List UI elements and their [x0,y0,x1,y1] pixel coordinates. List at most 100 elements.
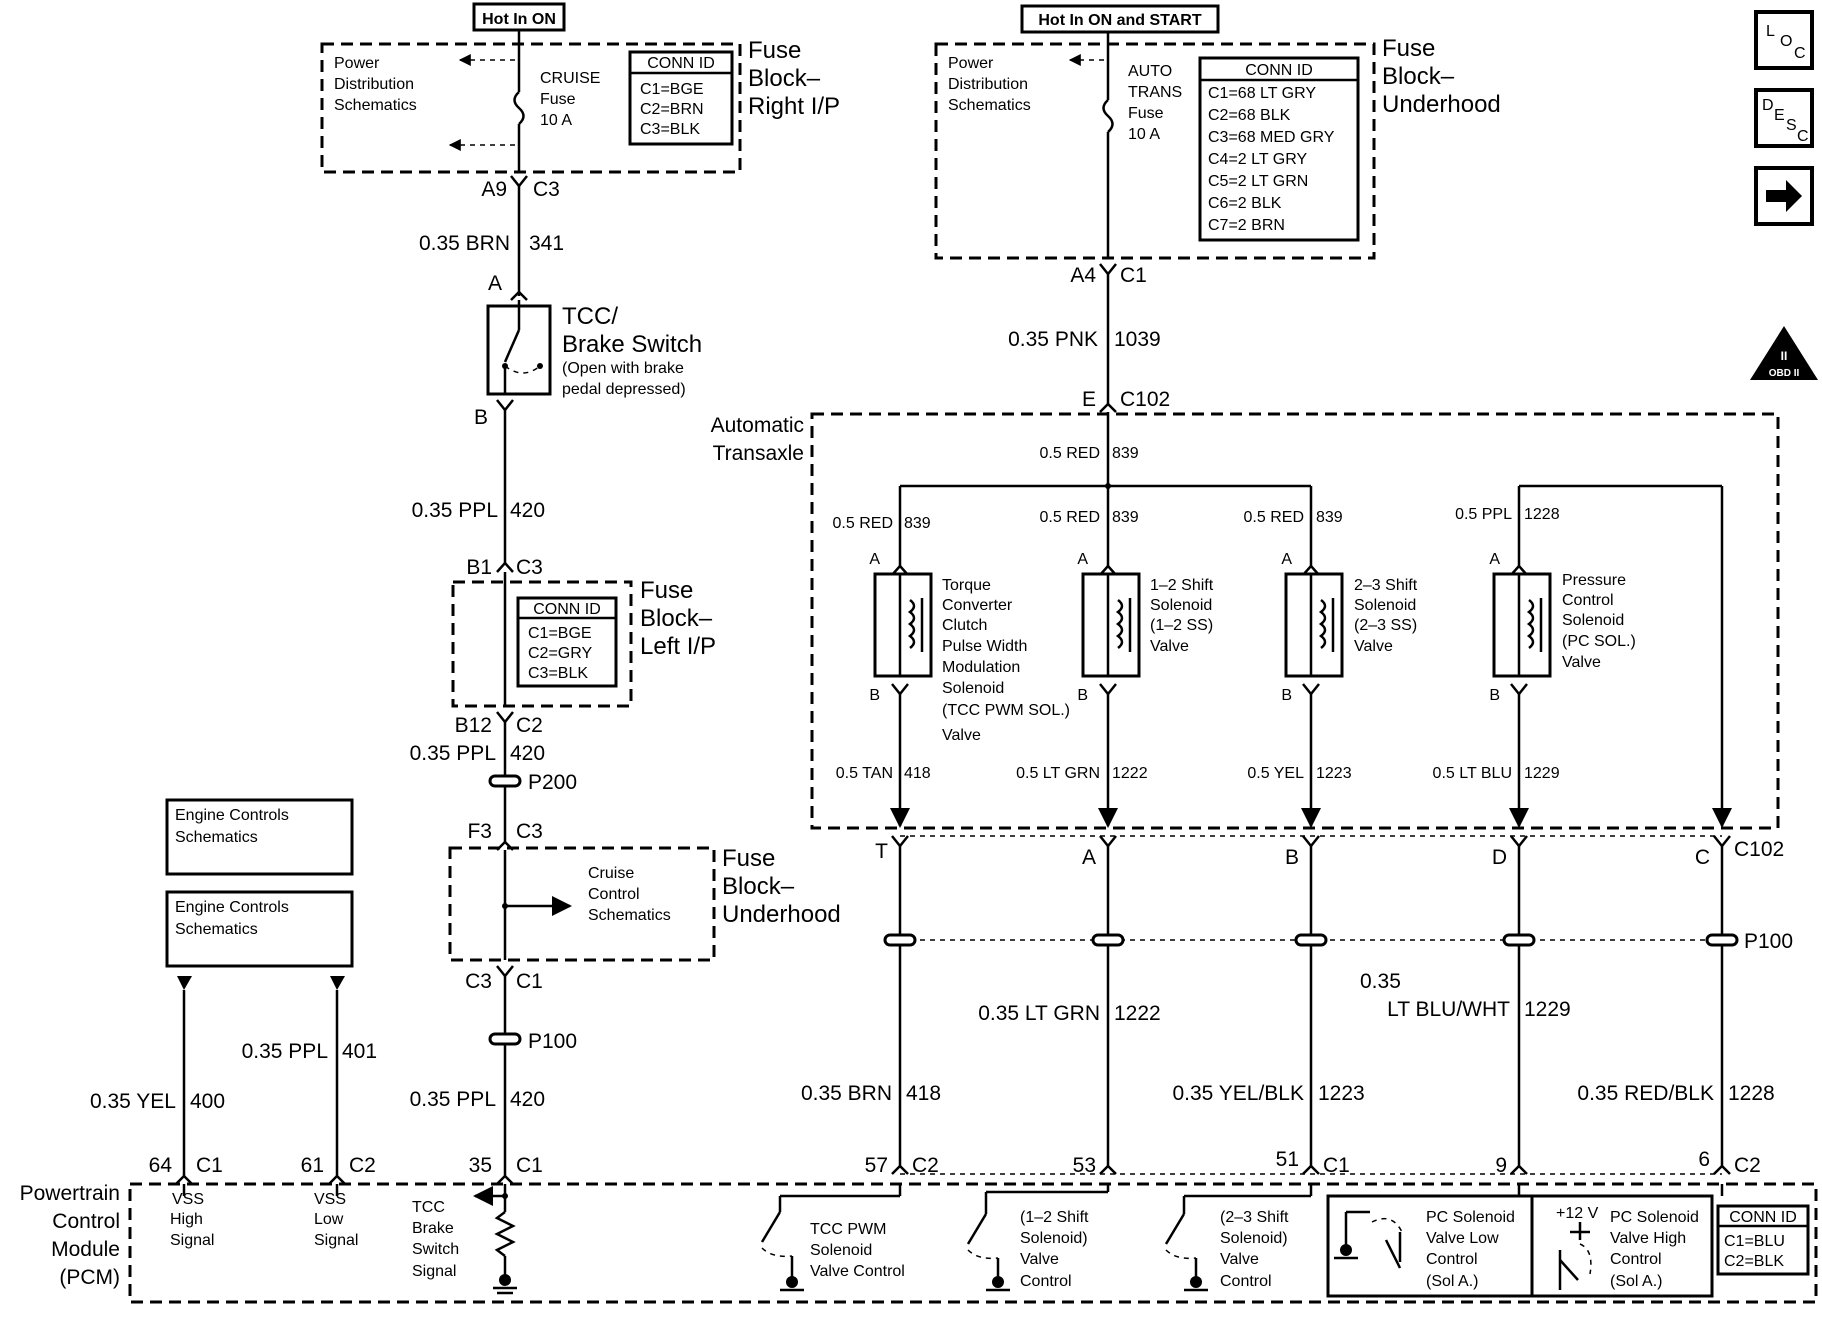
svg-text:Fuse: Fuse [1128,105,1164,122]
shift-solenoid-1-2: 0.5 RED 839 A B 1–2 Shift Solenoid (1–2 … [1016,486,1214,828]
loc-button[interactable]: L O C [1754,10,1814,70]
cruise-fuse-label: CRUISE Fuse 10 A [540,70,600,129]
svg-text:Fuse: Fuse [540,91,576,108]
svg-text:C6=2 BLK: C6=2 BLK [1208,195,1282,212]
svg-text:1222: 1222 [1112,765,1148,782]
svg-text:Fuse: Fuse [748,37,801,64]
svg-text:C1=68 LT GRY: C1=68 LT GRY [1208,85,1316,102]
svg-text:Schematics: Schematics [175,921,258,938]
svg-text:0.5 RED: 0.5 RED [1040,509,1100,526]
svg-text:Powertrain: Powertrain [20,1182,120,1205]
svg-text:1222: 1222 [1114,1002,1161,1025]
svg-text:OBD II: OBD II [1769,368,1800,379]
svg-text:418: 418 [906,1082,941,1105]
tcc-pwm-driver: TCC PWM Solenoid Valve Control [760,1184,905,1292]
svg-text:L: L [1766,23,1775,40]
svg-text:Pulse Width: Pulse Width [942,638,1027,655]
svg-text:Solenoid: Solenoid [810,1242,872,1259]
svg-text:420: 420 [510,499,545,522]
svg-text:High: High [170,1211,203,1228]
svg-text:0.35 LT GRN: 0.35 LT GRN [978,1002,1100,1025]
ss12-driver: (1–2 Shift Solenoid) Valve Control [966,1184,1110,1292]
svg-text:0.5 LT BLU: 0.5 LT BLU [1433,765,1512,782]
svg-text:Modulation: Modulation [942,659,1020,676]
svg-text:0.5 PPL: 0.5 PPL [1455,506,1512,523]
svg-text:CONN ID: CONN ID [1245,62,1313,79]
splice-p100-right [1705,933,1739,947]
svg-text:C7=2 BRN: C7=2 BRN [1208,217,1285,234]
svg-text:C2=BLK: C2=BLK [1724,1253,1784,1270]
svg-text:pedal depressed): pedal depressed) [562,381,686,398]
svg-text:P200: P200 [528,771,577,794]
svg-text:1–2 Shift: 1–2 Shift [1150,577,1214,594]
svg-text:0.35 BRN: 0.35 BRN [419,232,510,255]
svg-text:418: 418 [904,765,931,782]
svg-text:(Sol A.): (Sol A.) [1610,1273,1662,1290]
svg-text:B: B [1077,687,1088,704]
conn-c3-rip: C3 [533,178,560,201]
svg-text:Brake: Brake [412,1220,454,1237]
svg-text:Valve: Valve [1562,654,1601,671]
svg-text:F3: F3 [467,820,492,843]
svg-text:6: 6 [1698,1148,1710,1171]
svg-text:TRANS: TRANS [1128,84,1182,101]
svg-text:(2–3 SS): (2–3 SS) [1354,617,1417,634]
svg-text:Fuse: Fuse [722,845,775,872]
svg-text:C1: C1 [1120,264,1147,287]
svg-text:1228: 1228 [1524,506,1560,523]
svg-text:T: T [875,840,888,863]
svg-text:D: D [1492,846,1507,869]
engine-controls-ref-2 [165,890,354,968]
powertrain-control-module [128,1182,1818,1304]
svg-text:0.35 PPL: 0.35 PPL [242,1040,328,1063]
svg-text:VSS: VSS [172,1191,204,1208]
svg-text:C102: C102 [1120,388,1170,411]
fuse-uh-lower-title: Fuse Block– Underhood [722,845,841,928]
svg-text:839: 839 [1316,509,1343,526]
svg-text:C3: C3 [516,556,543,579]
svg-text:E: E [1774,107,1785,124]
svg-text:C3=BLK: C3=BLK [528,665,588,682]
svg-text:CONN ID: CONN ID [1729,1209,1797,1226]
svg-text:A: A [488,272,502,295]
svg-text:(PCM): (PCM) [59,1266,120,1289]
svg-text:Control: Control [52,1210,120,1233]
svg-text:TCC: TCC [412,1199,445,1216]
pc-high-driver: +12 V PC Solenoid Valve High Control (So… [1556,1184,1724,1290]
svg-text:0.35 YEL/BLK: 0.35 YEL/BLK [1172,1082,1304,1105]
svg-text:B: B [474,406,488,429]
pin-a9: A9 [481,178,507,201]
conn-id-table-pcm [1716,1204,1810,1276]
svg-text:1223: 1223 [1318,1082,1365,1105]
desc-button[interactable]: D E S C [1754,88,1814,148]
svg-text:10 A: 10 A [540,112,572,129]
svg-text:B12: B12 [455,714,492,737]
svg-text:C1: C1 [1323,1154,1350,1177]
svg-text:(1–2 SS): (1–2 SS) [1150,617,1213,634]
svg-text:C5=2 LT GRN: C5=2 LT GRN [1208,173,1308,190]
auto-trans-fuse-label: AUTO TRANS Fuse 10 A [1128,63,1182,143]
svg-text:C3=68 MED GRY: C3=68 MED GRY [1208,129,1335,146]
svg-text:C2=68 BLK: C2=68 BLK [1208,107,1291,124]
svg-text:A: A [1281,551,1292,568]
svg-text:(2–3 Shift: (2–3 Shift [1220,1209,1289,1226]
svg-text:9: 9 [1495,1154,1507,1177]
svg-text:C: C [1797,128,1809,145]
svg-text:Solenoid: Solenoid [1150,597,1212,614]
svg-text:51: 51 [1276,1148,1299,1171]
svg-text:1223: 1223 [1316,765,1352,782]
svg-text:420: 420 [510,742,545,765]
svg-text:Clutch: Clutch [942,617,987,634]
svg-text:400: 400 [190,1090,225,1113]
svg-text:64: 64 [149,1154,173,1177]
svg-text:Valve Low: Valve Low [1426,1230,1499,1247]
splice-p200 [488,774,522,788]
tcc-switch-title: TCC/ Brake Switch (Open with brake pedal… [562,303,702,398]
svg-text:II: II [1781,349,1788,363]
svg-text:C1=BGE: C1=BGE [640,81,704,98]
next-arrow-button[interactable] [1754,166,1814,226]
svg-text:0.5 RED: 0.5 RED [1040,445,1100,462]
cruise-control-ref: Cruise Control Schematics [588,865,671,924]
svg-text:1229: 1229 [1524,998,1571,1021]
svg-text:Control: Control [1562,592,1614,609]
